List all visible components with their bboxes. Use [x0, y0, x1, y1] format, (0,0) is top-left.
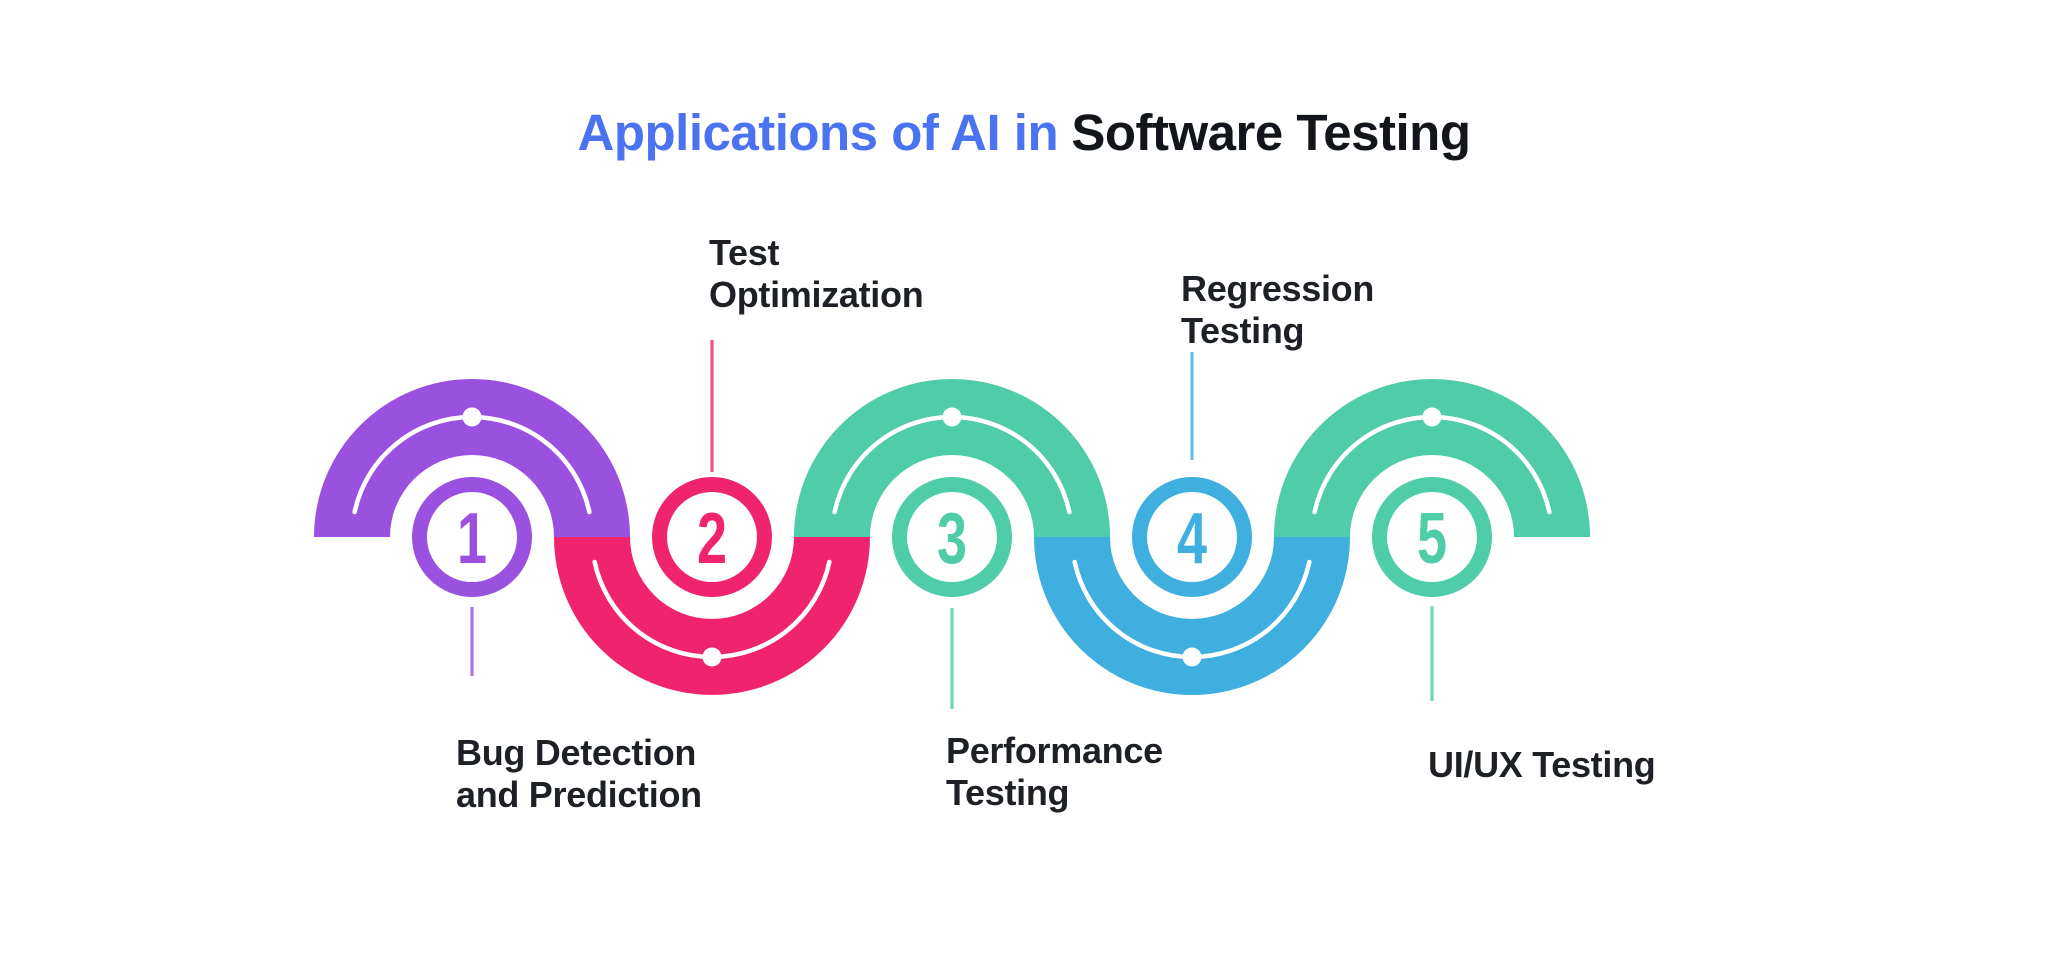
arch-dot-3 [942, 407, 962, 427]
title-highlight: Applications of AI in [577, 104, 1059, 161]
step-number-3: 3 [937, 499, 967, 579]
step-circle-4 [1132, 477, 1252, 597]
arch-dot-5 [1422, 407, 1442, 427]
step-label-5: UI/UX Testing [1428, 744, 1656, 786]
step-label-line: Performance [946, 730, 1163, 771]
arch-segment-3 [794, 379, 1110, 537]
step-label-line: UI/UX Testing [1428, 744, 1656, 785]
step-circle-1 [412, 477, 532, 597]
step-circle-3 [892, 477, 1012, 597]
step-number-2: 2 [697, 499, 727, 579]
step-label-line: Regression [1181, 268, 1375, 309]
arch-segment-4 [1034, 537, 1350, 695]
arch-segment-5 [1274, 379, 1590, 537]
step-label-line: Optimization [709, 274, 924, 315]
title-rest: Software Testing [1071, 104, 1471, 161]
arch-dot-2 [702, 647, 722, 667]
step-circle-5 [1372, 477, 1492, 597]
step-number-5: 5 [1417, 499, 1447, 579]
arch-dot-4 [1182, 647, 1202, 667]
step-label-line: Bug Detection [456, 732, 697, 773]
arch-segment-2 [554, 537, 870, 695]
step-label-line: and Prediction [456, 774, 702, 815]
arch-segment-1 [314, 379, 630, 537]
arch-dot-1 [462, 407, 482, 427]
step-label-line: Testing [1181, 310, 1305, 351]
step-circle-2 [652, 477, 772, 597]
step-label-line: Testing [946, 772, 1070, 813]
step-label-line: Test [709, 232, 780, 273]
step-number-4: 4 [1177, 499, 1208, 579]
step-number-1: 1 [457, 499, 487, 579]
